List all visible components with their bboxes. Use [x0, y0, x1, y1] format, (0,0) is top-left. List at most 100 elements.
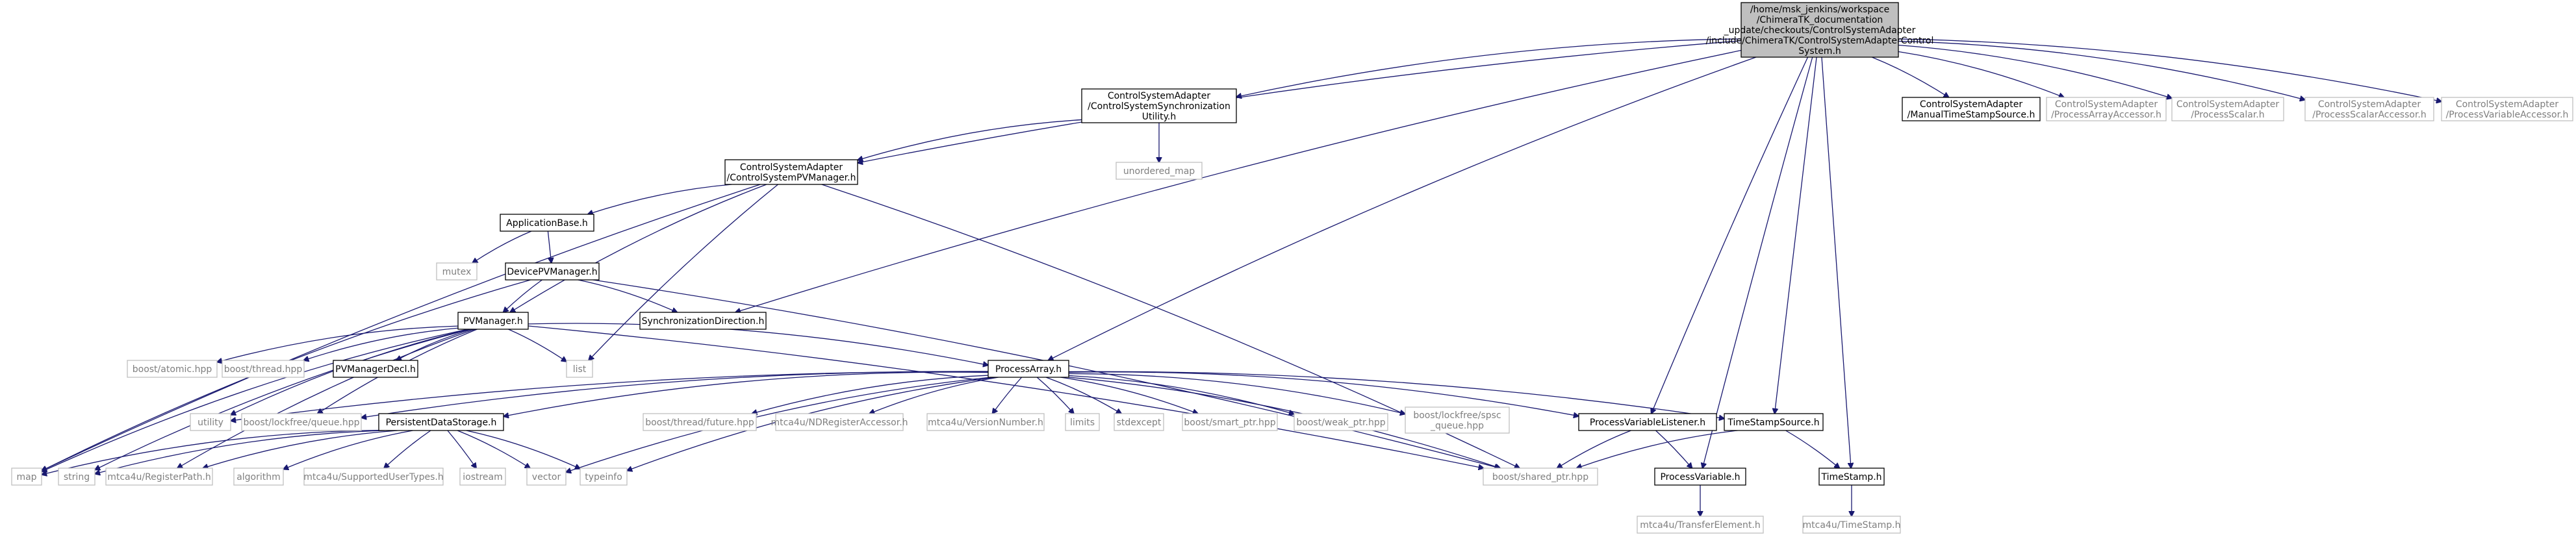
node-box: [566, 360, 593, 378]
node-pds[interactable]: PersistentDataStorage.h: [378, 413, 504, 431]
node-box: [526, 468, 567, 486]
node-label: mutex: [442, 267, 472, 277]
node-label: TimeStamp.h: [1820, 472, 1881, 482]
node-label: /ControlSystemPVManager.h: [727, 173, 856, 183]
edge-pds-to-map: [42, 429, 379, 475]
node-box: [1294, 413, 1388, 431]
edge-pvm-to-regpath: [177, 329, 476, 468]
node-pvmdecl[interactable]: PVManagerDecl.h: [333, 360, 418, 378]
node-sut: mtca4u/SupportedUserTypes.h: [303, 468, 444, 486]
edge-root-to-pv: [1702, 56, 1813, 468]
node-box: [1065, 413, 1100, 431]
node-devpv[interactable]: DevicePVManager.h: [505, 262, 600, 281]
edge-root-to-cspv: [858, 40, 1742, 163]
edge-root-to-syncdir: [735, 49, 1742, 312]
edge-pds-to-sut: [384, 430, 431, 468]
node-label: /ManualTimeStampSource.h: [1907, 110, 2035, 120]
edge-root-to-pvlist: [1651, 56, 1809, 414]
node-pv[interactable]: ProcessVariable.h: [1654, 468, 1746, 486]
node-syncdir[interactable]: SynchronizationDirection.h: [639, 312, 767, 330]
node-box: [639, 312, 767, 330]
node-label: DevicePVManager.h: [507, 267, 597, 277]
node-box: [1182, 413, 1278, 431]
node-label: string: [64, 472, 90, 482]
node-pvm[interactable]: PVManager.h: [457, 312, 529, 330]
node-regpath: mtca4u/RegisterPath.h: [105, 468, 213, 486]
node-list: list: [566, 360, 593, 378]
node-appbase[interactable]: ApplicationBase.h: [500, 214, 594, 232]
edge-pvm-to-map: [42, 329, 468, 471]
node-box: [2304, 97, 2434, 121]
node-tss[interactable]: TimeStampSource.h: [1724, 413, 1824, 431]
node-pvlist[interactable]: ProcessVariableListener.h: [1578, 413, 1717, 431]
node-unordered_map: unordered_map: [1116, 162, 1203, 180]
node-box: [926, 413, 1045, 431]
edge-parr-to-spsc: [1068, 373, 1405, 414]
node-mutex: mutex: [436, 262, 478, 281]
node-lfq: boost/lockfree/queue.hpp: [241, 413, 362, 431]
node-label: mtca4u/VersionNumber.h: [928, 418, 1043, 428]
node-label: _queue.hpp: [1430, 421, 1484, 431]
node-ts[interactable]: TimeStamp.h: [1818, 468, 1885, 486]
edge-appbase-to-mutex: [472, 231, 532, 263]
node-box: [105, 468, 213, 486]
node-box: [457, 312, 529, 330]
node-box: [241, 413, 362, 431]
edge-pvm-to-list: [508, 329, 567, 362]
edge-parr-to-vector: [566, 377, 991, 472]
node-sharedptr: boost/shared_ptr.hpp: [1483, 468, 1598, 486]
node-box: [643, 413, 757, 431]
edge-tss-to-ts: [1785, 430, 1840, 468]
node-root[interactable]: /home/msk_jenkins/workspace/ChimeraTK_do…: [1706, 2, 1934, 58]
node-label: boost/lockfree/spsc: [1413, 410, 1501, 421]
node-box: [775, 413, 904, 431]
node-label: limits: [1070, 418, 1095, 428]
node-label: mtca4u/TimeStamp.h: [1803, 520, 1901, 531]
node-pscalar: ControlSystemAdapter/ProcessScalar.h: [2171, 97, 2284, 121]
node-label: ControlSystemAdapter: [2456, 99, 2559, 110]
node-box: [1116, 162, 1203, 180]
node-box: [1114, 413, 1164, 431]
node-box: [2441, 97, 2573, 121]
node-label: mtca4u/SupportedUserTypes.h: [303, 472, 443, 482]
node-weakptr: boost/weak_ptr.hpp: [1294, 413, 1388, 431]
node-label: boost/weak_ptr.hpp: [1296, 418, 1385, 428]
node-label: ControlSystemAdapter: [740, 162, 843, 173]
node-future: boost/thread/future.hpp: [643, 413, 757, 431]
node-label: System.h: [1798, 46, 1841, 56]
edge-root-to-ts: [1821, 56, 1851, 468]
node-label: vector: [532, 472, 561, 482]
node-string: string: [58, 468, 96, 486]
node-box: [233, 468, 284, 486]
node-box: [222, 360, 305, 378]
node-label: boost/thread.hpp: [224, 364, 303, 375]
edge-parr-to-stdexcept: [1045, 377, 1121, 414]
node-csync[interactable]: ControlSystemAdapter/ControlSystemSynchr…: [1081, 88, 1237, 123]
node-label: unordered_map: [1123, 166, 1195, 177]
node-label: PVManager.h: [463, 316, 522, 327]
node-parr[interactable]: ProcessArray.h: [988, 360, 1069, 378]
node-transfer: mtca4u/TransferElement.h: [1637, 516, 1764, 534]
node-cspv[interactable]: ControlSystemAdapter/ControlSystemPVMana…: [724, 159, 858, 185]
node-box: [1483, 468, 1598, 486]
node-stdexcept: stdexcept: [1114, 413, 1164, 431]
node-spsc: boost/lockfree/spsc_queue.hpp: [1405, 406, 1510, 434]
edge-cspv-to-list: [589, 184, 778, 360]
node-box: [1724, 413, 1824, 431]
node-box: [303, 468, 444, 486]
edge-parr-to-pds: [504, 371, 989, 416]
node-box: [1654, 468, 1746, 486]
node-mtss[interactable]: ControlSystemAdapter/ManualTimeStampSour…: [1902, 97, 2041, 121]
node-mtcats: mtca4u/TimeStamp.h: [1802, 516, 1901, 534]
node-label: /ProcessScalar.h: [2191, 110, 2264, 120]
node-box: [988, 360, 1069, 378]
node-label: PVManagerDecl.h: [335, 364, 416, 375]
edge-csync-to-cspv: [858, 119, 1082, 160]
node-vnum: mtca4u/VersionNumber.h: [926, 413, 1045, 431]
node-label: /ControlSystemSynchronization: [1088, 101, 1231, 112]
edge-parr-to-vnum: [992, 377, 1023, 414]
node-label: /ProcessArrayAccessor.h: [2051, 110, 2162, 120]
node-label: boost/lockfree/queue.hpp: [243, 418, 359, 428]
node-map: map: [11, 468, 42, 486]
edge-parr-to-smartptr: [1060, 377, 1198, 414]
